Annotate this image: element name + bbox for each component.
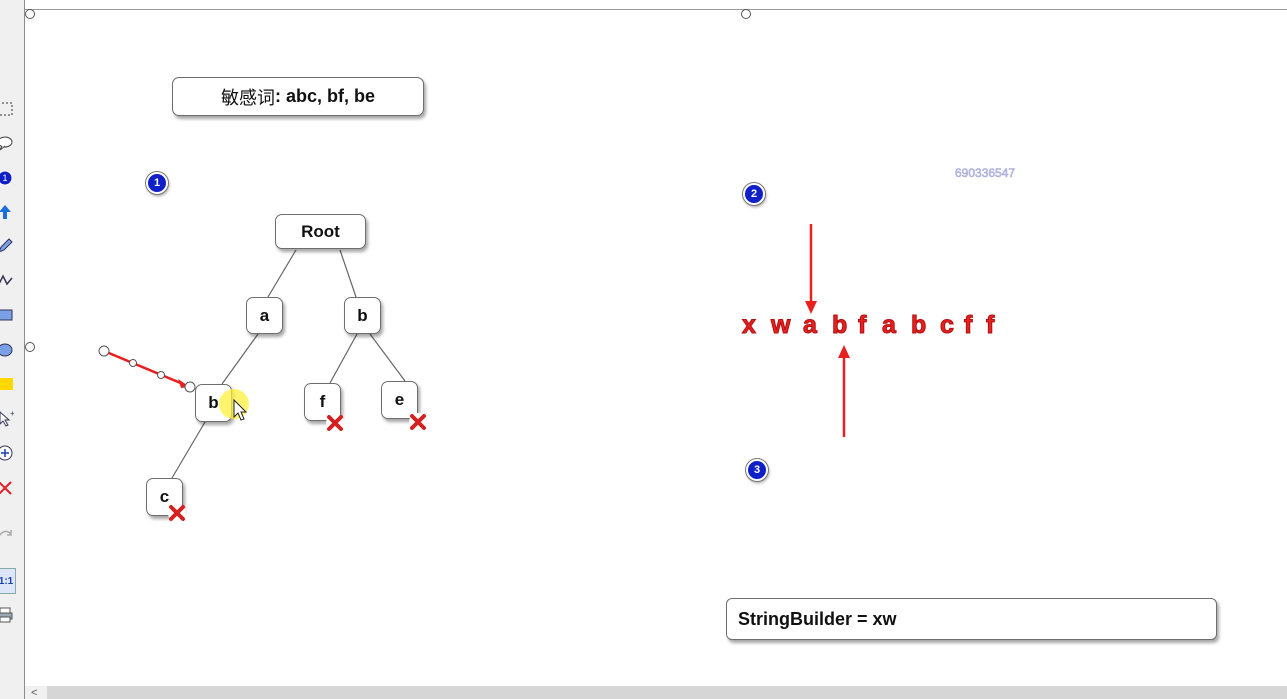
highlight-icon[interactable] (0, 371, 18, 397)
speech-bubble-icon[interactable] (0, 130, 18, 156)
scrollbar-thumb[interactable] (47, 686, 1287, 699)
sequence-char: b (832, 311, 848, 340)
pointer-add-icon[interactable]: + (0, 405, 18, 431)
end-marker-c-icon (168, 504, 186, 522)
rectangle-icon[interactable] (0, 302, 18, 328)
input-character-sequence: x w a b f a b c f f (742, 311, 1004, 340)
svg-text:+: + (10, 409, 14, 418)
tree-node-e[interactable]: e (381, 381, 418, 419)
sequence-char: c (940, 311, 955, 340)
delete-icon[interactable] (0, 475, 18, 501)
tree-node-root[interactable]: Root (275, 214, 366, 249)
print-icon[interactable] (0, 602, 18, 628)
watermark-text: 690336547 (955, 166, 1016, 181)
step-badge-3[interactable]: 3 (746, 459, 768, 481)
sensitive-words-box[interactable]: 敏感词: abc, bf, be (172, 77, 424, 116)
redo-icon[interactable] (0, 520, 18, 546)
window-top-strip (0, 0, 1287, 9)
ellipse-icon[interactable] (0, 337, 18, 363)
pencil-icon[interactable] (0, 233, 18, 259)
tree-node-c[interactable]: c (146, 478, 183, 516)
sensitive-words-label: 敏感词 (220, 87, 275, 109)
step-badge-2[interactable]: 2 (743, 183, 765, 205)
end-marker-e-icon (409, 413, 427, 431)
selection-handle-left-middle[interactable] (25, 342, 35, 352)
string-builder-box[interactable]: StringBuilder = xw (726, 598, 1217, 640)
sequence-char: f (964, 311, 973, 340)
numbered-badge-icon[interactable]: 1 (0, 165, 18, 191)
end-marker-f-icon (326, 414, 344, 432)
sequence-char: f (986, 311, 995, 340)
actual-size-label: 1:1 (0, 575, 14, 587)
sequence-char: b (911, 311, 927, 340)
drawing-canvas[interactable] (25, 9, 1287, 686)
sequence-char: f (858, 311, 867, 340)
sequence-char: w (771, 311, 791, 340)
sensitive-words-list: : abc, bf, be (274, 86, 375, 106)
zoom-plus-icon[interactable] (0, 440, 18, 466)
selection-handle-top-middle[interactable] (741, 9, 751, 19)
step-badge-1[interactable]: 1 (146, 172, 168, 194)
marquee-select-icon[interactable] (0, 96, 18, 122)
selection-handle-top-left[interactable] (25, 9, 35, 19)
annotation-toolbar: 1 + 1:1 (0, 0, 25, 699)
tree-node-a[interactable]: a (246, 297, 283, 334)
tree-node-b-top[interactable]: b (344, 297, 381, 334)
mouse-cursor-icon (233, 399, 248, 421)
sequence-char: x (742, 311, 757, 340)
sequence-char: a (882, 311, 897, 340)
arrow-up-icon[interactable] (0, 199, 18, 225)
polyline-icon[interactable] (0, 268, 18, 294)
tree-node-f[interactable]: f (304, 383, 341, 421)
svg-text:1: 1 (2, 173, 7, 183)
sequence-char: a (803, 311, 818, 340)
horizontal-scrollbar[interactable]: < (25, 686, 1287, 699)
string-builder-text: StringBuilder = xw (738, 608, 897, 629)
actual-size-icon[interactable]: 1:1 (0, 568, 16, 594)
scroll-left-icon[interactable]: < (31, 687, 38, 699)
